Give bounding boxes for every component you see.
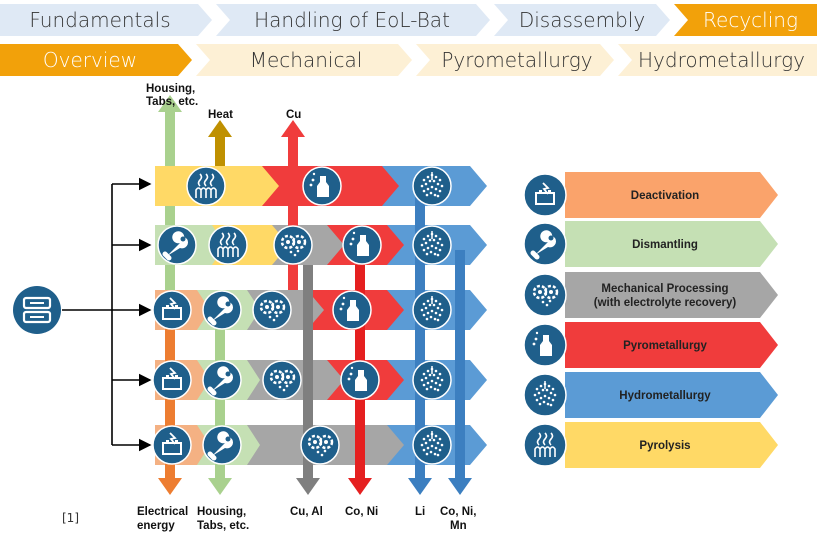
nav-hydrometallurgy[interactable]: Hydrometallurgy	[638, 48, 805, 72]
svg-text:Pyrolysis: Pyrolysis	[639, 440, 690, 452]
route-3-dismantling-icon	[202, 290, 242, 330]
legend-mechanical-processing: Mechanical Processing(with electrolyte r…	[523, 272, 778, 318]
legend-pyrometallurgy: Pyrometallurgy	[523, 322, 778, 368]
top-output-cu-arrow	[281, 120, 305, 290]
nav-recycling-shape[interactable]	[674, 4, 817, 36]
nav-recycling[interactable]: Recycling	[703, 8, 798, 32]
bottom-output-co-ni-mn-label: Co, Ni,Mn	[440, 506, 476, 532]
svg-text:Dismantling: Dismantling	[632, 239, 698, 251]
svg-text:Deactivation: Deactivation	[631, 190, 699, 202]
nav-fundamentals[interactable]: Fundamentals	[29, 8, 171, 32]
nav-disassembly[interactable]: Disassembly	[518, 8, 646, 32]
route-3-deactivation-icon	[152, 290, 192, 330]
top-output-cu-label: Cu	[286, 109, 301, 121]
bottom-output-cu-al-label: Cu, Al	[290, 506, 323, 518]
route-5-mechanical-processing-icon	[300, 425, 340, 465]
nav-secondary-shapes	[0, 44, 817, 76]
route-3-mechanical-processing-icon	[252, 290, 292, 330]
bottom-output-co-ni-label: Co, Ni	[345, 506, 378, 518]
bottom-output-cu-al-arrow	[296, 265, 320, 495]
nav-overview-shape[interactable]	[0, 44, 192, 76]
route-4-hydrometallurgy-icon	[412, 360, 452, 400]
nav-mechanical-shape[interactable]	[196, 44, 412, 76]
route-2-pyrometallurgy-icon	[342, 225, 382, 265]
battery-stack-icon	[13, 286, 61, 334]
legend: Deactivation Dismantling Mechanical Proc…	[523, 172, 778, 468]
route-4-pyrometallurgy-icon	[340, 360, 380, 400]
route-5-hydrometallurgy-icon	[412, 425, 452, 465]
route-3-pyrometallurgy-icon	[332, 290, 372, 330]
nav-handling-eol-bat[interactable]: Handling of EoL-Bat	[254, 8, 450, 32]
route-2-mechanical-processing-icon	[273, 225, 313, 265]
route-2-pyrolysis-icon	[208, 225, 248, 265]
legend-hydrometallurgy: Hydrometallurgy	[523, 372, 778, 418]
route-3-hydrometallurgy-icon	[412, 290, 452, 330]
nav-hydrometallurgy-shape[interactable]	[618, 44, 817, 76]
svg-text:Pyrometallurgy: Pyrometallurgy	[623, 340, 707, 352]
legend-dismantling: Dismantling	[523, 221, 778, 267]
top-output-heat-label: Heat	[208, 109, 233, 121]
nav-pyrometallurgy-shape[interactable]	[416, 44, 614, 76]
top-output-housing-label: Housing,Tabs, etc.	[146, 83, 198, 108]
bottom-output-electrical-arrow	[158, 310, 182, 495]
dismantling-icon	[523, 222, 567, 266]
svg-text:Hydrometallurgy: Hydrometallurgy	[619, 390, 711, 402]
route-2-dismantling-icon	[157, 225, 197, 265]
bottom-output-li-arrow	[408, 185, 432, 495]
bottom-output-co-ni-mn-arrow	[448, 250, 472, 495]
route-4-deactivation-icon	[152, 360, 192, 400]
process-nav-primary: Fundamentals Handling of EoL-Bat Disasse…	[0, 4, 817, 36]
nav-primary-shapes	[0, 4, 817, 36]
nav-overview[interactable]: Overview	[42, 48, 138, 72]
route-1-pyrolysis-icon	[186, 166, 226, 206]
nav-mechanical[interactable]: Mechanical	[249, 48, 363, 72]
nav-disassembly-shape[interactable]	[494, 4, 670, 36]
reference-marker: [1]	[62, 511, 79, 525]
route-4-dismantling-icon	[202, 360, 242, 400]
legend-deactivation: Deactivation	[523, 172, 778, 218]
deactivation-icon	[523, 173, 567, 217]
svg-text:Mechanical Processing(with ele: Mechanical Processing(with electrolyte r…	[594, 283, 737, 309]
route-2-hydrometallurgy-icon	[412, 225, 452, 265]
bottom-output-housing-arrow	[208, 310, 232, 495]
route-5-deactivation-icon	[152, 425, 192, 465]
bottom-output-housing-label: Housing,Tabs, etc.	[197, 506, 249, 532]
process-nav-secondary: Overview Mechanical Pyrometallurgy Hydro…	[0, 44, 817, 76]
nav-pyrometallurgy[interactable]: Pyrometallurgy	[441, 48, 593, 72]
nav-handling-shape[interactable]	[216, 4, 490, 36]
route-1-pyrometallurgy-icon	[302, 166, 342, 206]
nav-fundamentals-shape[interactable]	[0, 4, 212, 36]
route-4-mechanical-processing-icon	[262, 360, 302, 400]
recycling-routes-diagram: Housing,Tabs, etc. Heat Cu Electricalene…	[13, 83, 778, 532]
route-5-dismantling-icon	[202, 425, 242, 465]
bottom-output-li-label: Li	[415, 506, 425, 518]
input-connectors	[62, 177, 152, 452]
legend-pyrolysis: Pyrolysis	[523, 422, 778, 468]
route-1-hydrometallurgy-icon	[412, 166, 452, 206]
